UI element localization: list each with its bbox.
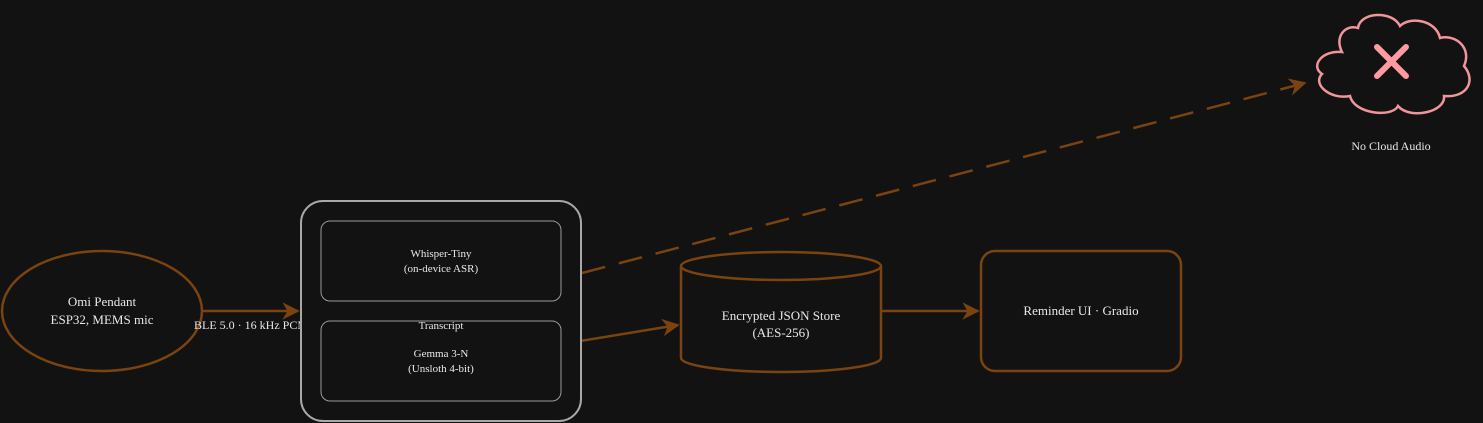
pendant-title: Omi Pendant bbox=[68, 294, 137, 309]
ble-edge-label: BLE 5.0 · 16 kHz PCM bbox=[194, 318, 308, 332]
gemma-subtitle: (Unsloth 4-bit) bbox=[408, 363, 474, 375]
reminder-node: Reminder UI · Gradio bbox=[979, 249, 1183, 373]
whisper-title: Whisper-Tiny bbox=[410, 248, 472, 260]
whisper-subtitle: (on-device ASR) bbox=[404, 263, 479, 275]
gemma-node: Gemma 3-N (Unsloth 4-bit) bbox=[320, 320, 562, 402]
cloud-node: No Cloud Audio bbox=[1316, 13, 1471, 153]
pendant-node: Omi Pendant ESP32, MEMS mic bbox=[0, 249, 204, 373]
store-title: Encrypted JSON Store bbox=[722, 308, 841, 323]
store-node: Encrypted JSON Store (AES-256) bbox=[679, 250, 883, 374]
pendant-subtitle: ESP32, MEMS mic bbox=[51, 312, 154, 327]
gemma-title: Gemma 3-N bbox=[414, 348, 469, 360]
x-icon bbox=[1374, 44, 1409, 79]
store-subtitle: (AES-256) bbox=[752, 325, 809, 340]
whisper-node: Whisper-Tiny (on-device ASR) bbox=[320, 220, 562, 302]
transcript-edge-label: Transcript bbox=[419, 320, 464, 332]
reminder-label: Reminder UI · Gradio bbox=[1023, 303, 1138, 318]
edge-whisper-to-cloud-dashed bbox=[581, 78, 1307, 275]
cloud-label: No Cloud Audio bbox=[1351, 139, 1430, 153]
